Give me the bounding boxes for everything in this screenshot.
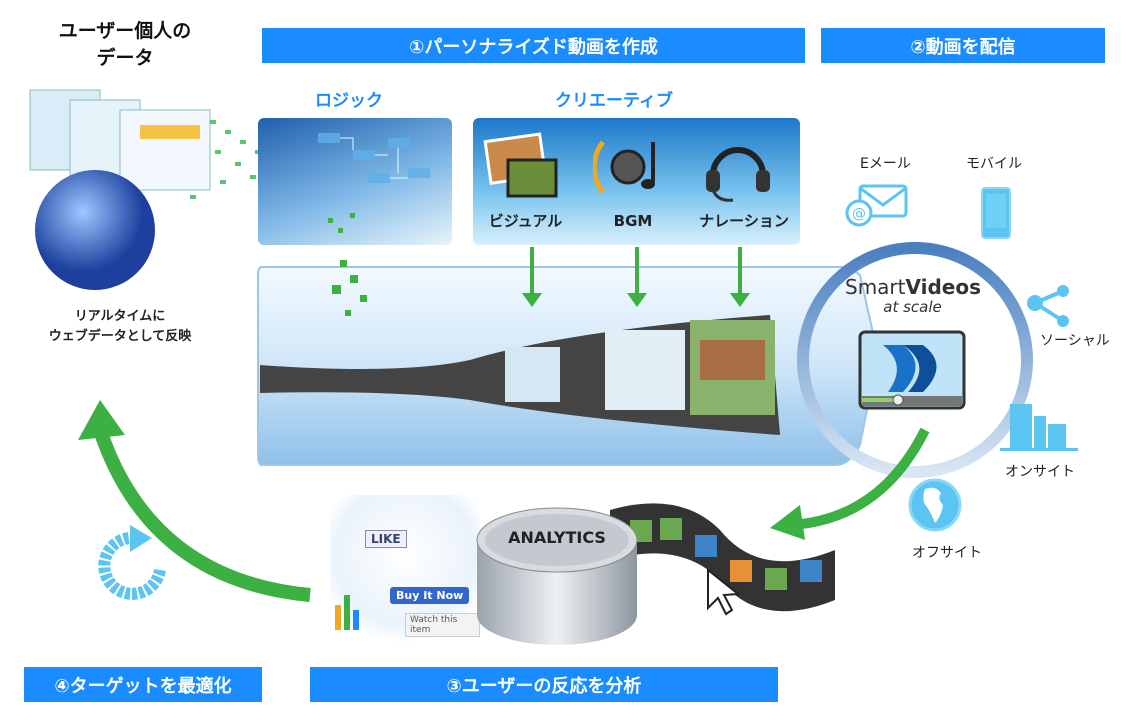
narration-headset-icon bbox=[706, 147, 770, 202]
film-frame bbox=[605, 330, 685, 410]
watch-item-label: Watch this item bbox=[405, 613, 480, 637]
video-player-icon bbox=[858, 330, 966, 410]
logic-label: ロジック bbox=[315, 91, 383, 111]
buy-it-now-button: Buy It Now bbox=[390, 587, 470, 604]
channel-onsite-label: オンサイト bbox=[1005, 464, 1075, 480]
step1-banner: ①パーソナライズド動画を作成 bbox=[262, 28, 805, 63]
falling-data-particles bbox=[332, 260, 367, 316]
title-line: データ bbox=[96, 47, 154, 69]
caption-line: ウェブデータとして反映 bbox=[48, 329, 192, 344]
like-badge: LIKE bbox=[365, 530, 407, 548]
cursor-icon bbox=[707, 567, 741, 616]
share-icon bbox=[1027, 285, 1069, 327]
channel-offsite-label: オフサイト bbox=[912, 545, 982, 561]
creative-to-film-arrows bbox=[522, 247, 750, 307]
brand-name-light: Smart bbox=[845, 275, 906, 299]
mobile-phone-icon bbox=[981, 187, 1011, 239]
realtime-caption: リアルタイムに ウェブデータとして反映 bbox=[45, 307, 195, 347]
social-ad-collage: LIKE Buy It Now Watch this item bbox=[330, 495, 480, 645]
email-icon: @ bbox=[845, 184, 908, 227]
bar-chart-icon bbox=[335, 595, 359, 630]
step2-banner: ②動画を配信 bbox=[821, 28, 1105, 63]
refresh-cycle-icon bbox=[98, 525, 166, 600]
user-data-title: ユーザー個人の データ bbox=[40, 18, 210, 72]
step3-banner: ③ユーザーの反応を分析 bbox=[310, 667, 778, 702]
channel-social-label: ソーシャル bbox=[1040, 333, 1110, 349]
cycle-arrows bbox=[78, 400, 930, 602]
distribution-ring bbox=[797, 242, 1033, 478]
buildings-icon bbox=[1000, 404, 1078, 451]
globe-icon bbox=[35, 170, 155, 290]
bgm-speaker-icon bbox=[593, 140, 655, 194]
smartvideos-logo: SmartVideos at scale bbox=[845, 275, 982, 316]
caption-line: リアルタイムに bbox=[74, 309, 166, 324]
svg-text:@: @ bbox=[852, 206, 866, 222]
globe-offsite-icon bbox=[908, 478, 962, 532]
title-line: ユーザー個人の bbox=[58, 20, 192, 42]
creative-label: クリエーティブ bbox=[555, 91, 673, 111]
creative-item-narration: ナレーション bbox=[699, 212, 789, 230]
creative-panel: ビジュアル BGM ナレーション bbox=[473, 118, 800, 245]
visual-photos-icon bbox=[483, 132, 558, 198]
film-frame bbox=[505, 347, 560, 402]
web-data-globe-illustration bbox=[29, 89, 261, 290]
analytics-cylinder bbox=[476, 507, 638, 645]
brand-tagline: at scale bbox=[883, 298, 942, 316]
creative-item-bgm: BGM bbox=[613, 212, 653, 230]
flowchart-icon bbox=[318, 133, 430, 233]
video-filmstrip-wave bbox=[610, 503, 835, 616]
analytics-label: ANALYTICS bbox=[508, 528, 606, 547]
channel-email-label: Eメール bbox=[860, 156, 911, 172]
creative-item-visual: ビジュアル bbox=[488, 212, 563, 230]
browser-windows bbox=[29, 89, 211, 191]
brand-name-bold: Videos bbox=[905, 275, 982, 299]
step4-banner: ④ターゲットを最適化 bbox=[24, 667, 262, 702]
video-production-arrow-panel bbox=[257, 260, 880, 466]
filmstrip bbox=[260, 315, 780, 435]
logic-flowchart-panel bbox=[258, 118, 452, 245]
channel-mobile-label: モバイル bbox=[966, 156, 1022, 172]
